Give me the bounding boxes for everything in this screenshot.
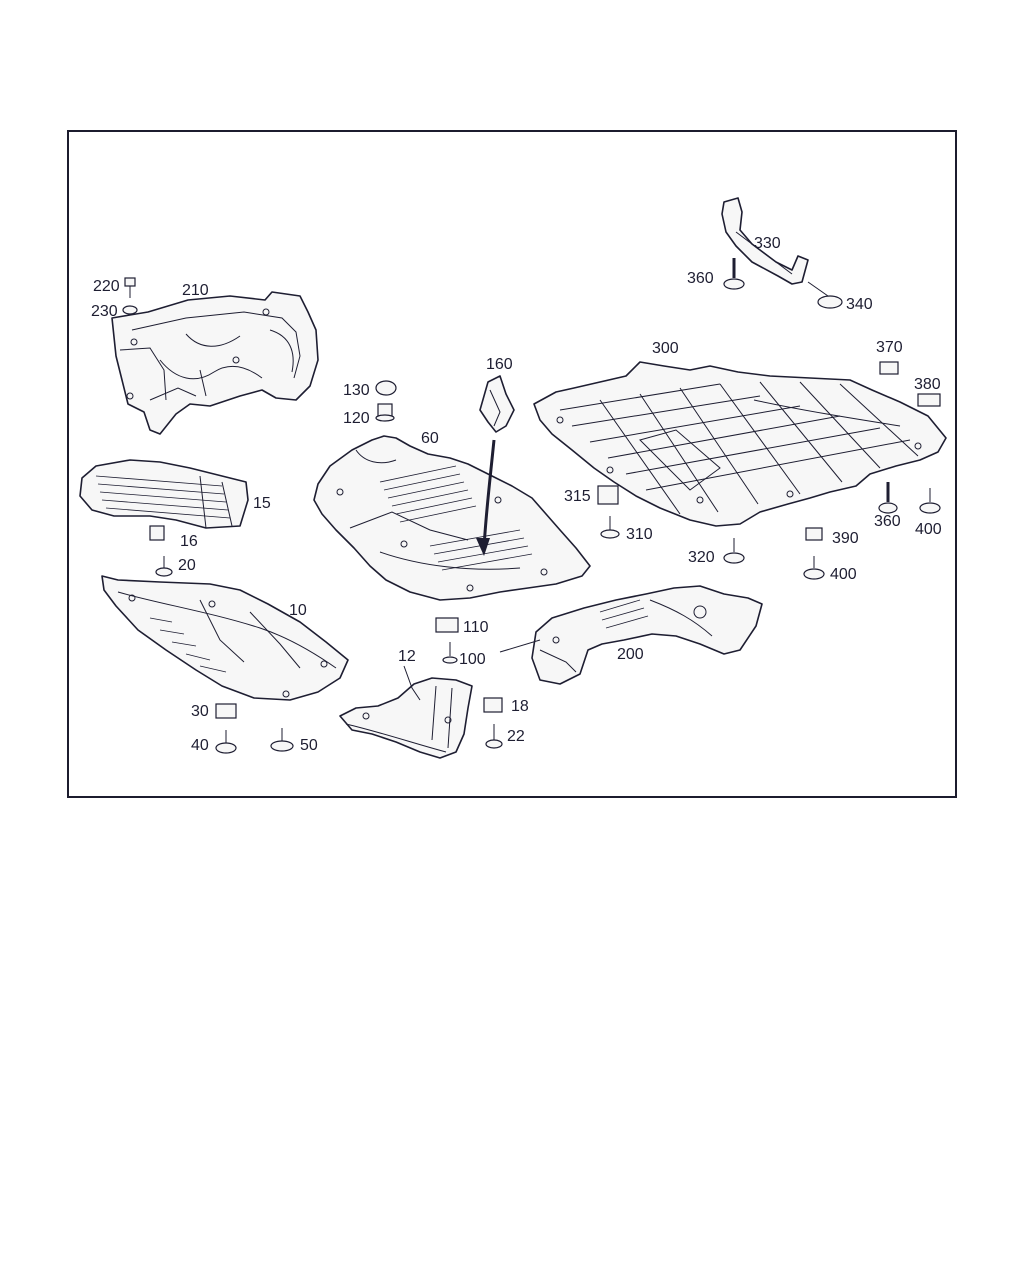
callout-12: 12 bbox=[398, 648, 416, 665]
part-160-bracket bbox=[479, 375, 515, 433]
part-210-shield bbox=[111, 291, 319, 435]
callout-230: 230 bbox=[91, 303, 118, 320]
part-10-front-cover bbox=[101, 575, 349, 701]
callout-200: 200 bbox=[617, 646, 644, 663]
callout-15: 15 bbox=[253, 495, 271, 512]
part-330-strut bbox=[721, 197, 809, 285]
callout-labels: 220 230 210 130 120 60 160 330 360 340 3… bbox=[91, 235, 942, 754]
part-12-lower-cover bbox=[339, 665, 473, 759]
callout-320: 320 bbox=[688, 549, 715, 566]
callout-160: 160 bbox=[486, 356, 513, 373]
callout-40: 40 bbox=[191, 737, 209, 754]
callout-220: 220 bbox=[93, 278, 120, 295]
assembly-arrow bbox=[482, 439, 496, 549]
diagram-frame: 220 230 210 130 120 60 160 330 360 340 3… bbox=[67, 130, 957, 798]
part-60-center-panel bbox=[313, 435, 591, 601]
callout-310: 310 bbox=[626, 526, 653, 543]
part-300-rear-panel bbox=[533, 361, 947, 527]
callout-20: 20 bbox=[178, 557, 196, 574]
callout-400-lower: 400 bbox=[830, 566, 857, 583]
part-200-heat-shield bbox=[499, 585, 763, 685]
callout-370: 370 bbox=[876, 339, 903, 356]
callout-10: 10 bbox=[289, 602, 307, 619]
callout-330: 330 bbox=[754, 235, 781, 252]
arrow-head bbox=[476, 538, 490, 556]
callout-315: 315 bbox=[564, 488, 591, 505]
fasteners bbox=[122, 258, 941, 754]
callout-380: 380 bbox=[914, 376, 941, 393]
callout-360-top: 360 bbox=[687, 270, 714, 287]
callout-30: 30 bbox=[191, 703, 209, 720]
callout-400-right: 400 bbox=[915, 521, 942, 538]
part-15-panel bbox=[79, 459, 249, 529]
callout-360-bottom: 360 bbox=[874, 513, 901, 530]
callout-130: 130 bbox=[343, 382, 370, 399]
callout-120: 120 bbox=[343, 410, 370, 427]
callout-18: 18 bbox=[511, 698, 529, 715]
callout-390: 390 bbox=[832, 530, 859, 547]
callout-100: 100 bbox=[459, 651, 486, 668]
callout-16: 16 bbox=[180, 533, 198, 550]
callout-210: 210 bbox=[182, 282, 209, 299]
callout-22: 22 bbox=[507, 728, 525, 745]
callout-340: 340 bbox=[846, 296, 873, 313]
callout-60: 60 bbox=[421, 430, 439, 447]
callout-110: 110 bbox=[463, 619, 489, 636]
callout-50: 50 bbox=[300, 737, 318, 754]
callout-300: 300 bbox=[652, 340, 679, 357]
parts-diagram: 220 230 210 130 120 60 160 330 360 340 3… bbox=[79, 197, 947, 759]
